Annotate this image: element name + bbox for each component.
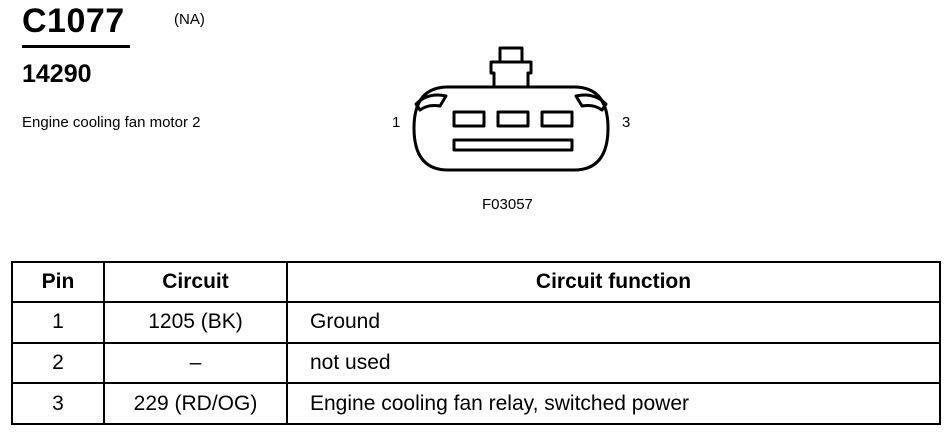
title-underline: [22, 45, 130, 48]
cell-pin: 1: [11, 301, 105, 344]
table-row: 1 1205 (BK) Ground: [11, 301, 941, 344]
cell-pin: 3: [11, 382, 105, 425]
cell-circuit: –: [103, 341, 288, 385]
lower-slot: [452, 138, 574, 152]
left-key: [414, 93, 448, 112]
connector-description: Engine cooling fan motor 2: [22, 114, 201, 131]
cell-circuit: 229 (RD/OG): [103, 382, 288, 425]
cavity-pin-3: [540, 110, 574, 128]
connector-id: C1077: [22, 2, 125, 40]
connector-face-diagram: [412, 46, 610, 172]
header-circuit: Circuit: [103, 261, 288, 303]
header-function: Circuit function: [286, 261, 941, 303]
pin-1-label: 1: [392, 114, 401, 131]
cell-function: Ground: [286, 301, 941, 344]
cell-function: Engine cooling fan relay, switched power: [286, 382, 941, 425]
latch-tab: [489, 60, 533, 87]
region-tag: (NA): [174, 11, 205, 28]
cell-circuit: 1205 (BK): [103, 301, 288, 344]
figure-id: F03057: [482, 196, 533, 213]
table-header-row: Pin Circuit Circuit function: [11, 261, 941, 303]
table-row: 2 – not used: [11, 341, 941, 385]
cavity-pin-2: [496, 110, 530, 128]
cell-pin: 2: [11, 341, 105, 385]
pin-3-label: 3: [622, 114, 631, 131]
latch-top: [498, 46, 524, 64]
header-pin: Pin: [11, 261, 105, 303]
pin-table: Pin Circuit Circuit function 1 1205 (BK)…: [11, 261, 941, 425]
cavity-pin-1: [452, 110, 486, 128]
part-number: 14290: [22, 60, 92, 88]
cell-function: not used: [286, 341, 941, 385]
table-row: 3 229 (RD/OG) Engine cooling fan relay, …: [11, 382, 941, 425]
right-key: [574, 93, 608, 112]
